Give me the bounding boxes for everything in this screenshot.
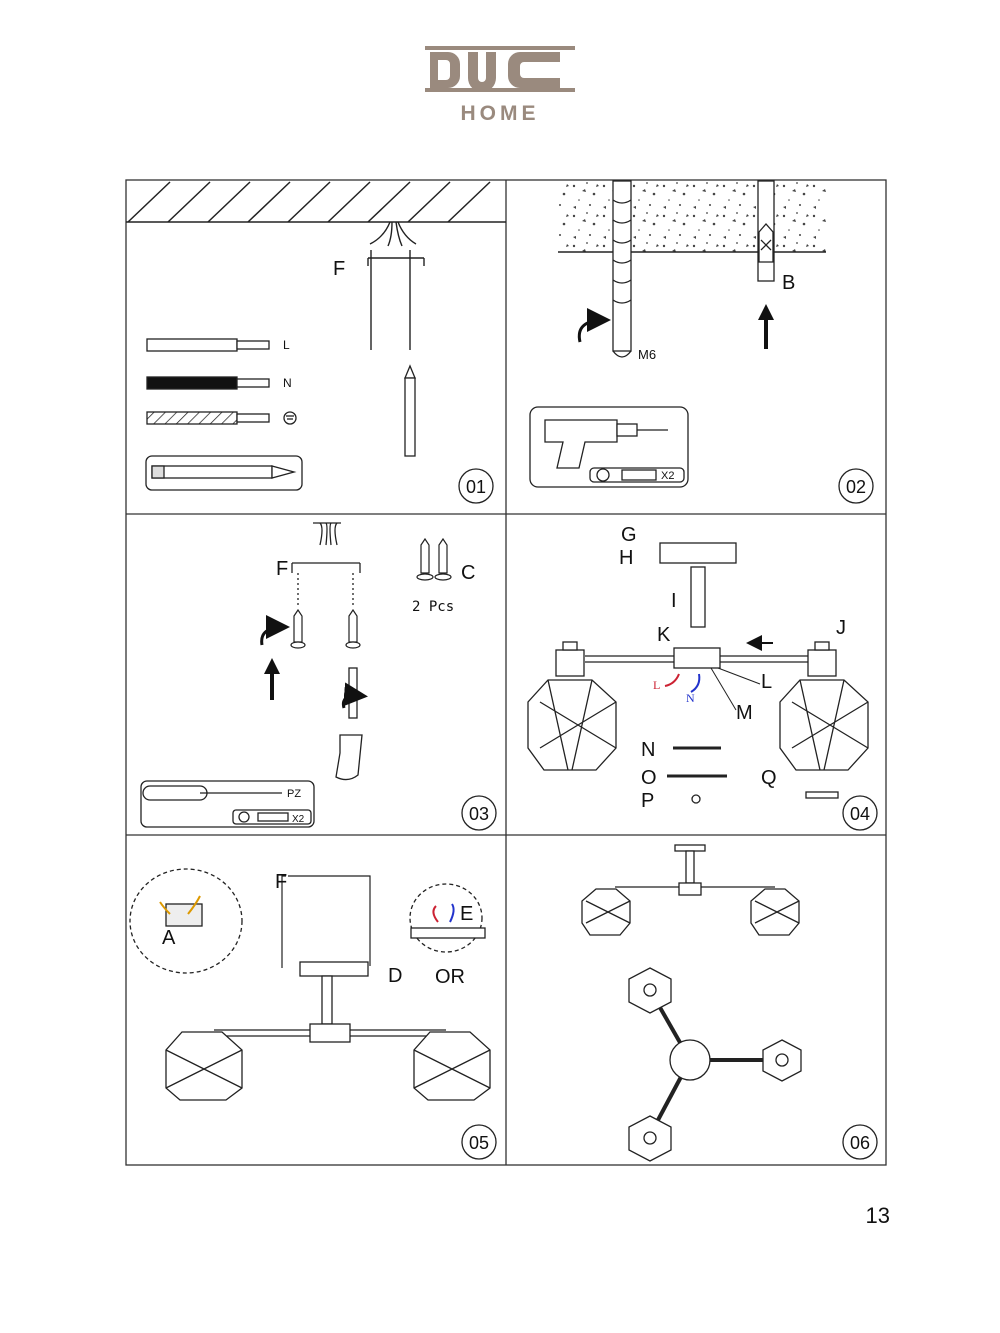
label-c: C <box>461 562 475 584</box>
step-number: 02 <box>846 477 866 497</box>
drill-bit <box>612 180 632 358</box>
wall-plug <box>758 223 774 263</box>
label-h: H <box>619 547 633 569</box>
lamp-shade-left <box>165 1031 243 1101</box>
duo-home-logo: HOME <box>425 46 575 125</box>
brand-subtitle: HOME <box>461 102 540 125</box>
pcs-label: 2 Pcs <box>412 599 454 615</box>
wire-n-label: N <box>686 691 695 705</box>
screwdriver-hand <box>335 667 363 781</box>
label-m: M <box>736 702 753 724</box>
wire-n-label: N <box>283 376 292 390</box>
label-p: P <box>641 790 654 812</box>
lamp-shade-left <box>527 679 617 771</box>
pencil-tool-box <box>145 455 303 491</box>
wire-l-label: L <box>653 678 660 692</box>
label-g: G <box>621 524 637 546</box>
label-f: F <box>333 258 345 280</box>
lamp-shade-right <box>413 1031 491 1101</box>
step-number: 01 <box>466 477 486 497</box>
step-05-panel: A F E D OR 05 <box>129 868 497 1160</box>
rotate-arrow-icon <box>577 308 611 343</box>
rotate-arrow-icon <box>260 615 290 646</box>
up-arrow-icon <box>758 304 774 349</box>
lamp-shade-right <box>779 679 869 771</box>
panel-grid <box>125 179 887 1166</box>
wire-earth <box>146 411 297 425</box>
wire-l-label: L <box>283 338 290 352</box>
concrete-ceiling <box>558 181 826 252</box>
step-number-circle <box>838 468 874 504</box>
connection-box <box>673 647 721 669</box>
qty-x2: X2 <box>661 470 674 482</box>
label-k: K <box>657 624 671 646</box>
step-number-circle <box>842 795 878 831</box>
lamp-shade-left <box>581 888 631 936</box>
label-or: OR <box>435 966 465 988</box>
label-l: L <box>761 671 772 693</box>
page-number: 13 <box>865 1203 890 1228</box>
label-d: D <box>388 965 402 987</box>
step-number-circle <box>458 468 494 504</box>
step-number: 05 <box>469 1133 489 1153</box>
screws-pair <box>416 537 452 581</box>
step-number: 06 <box>850 1133 870 1153</box>
mounting-screws <box>290 608 361 649</box>
step-03-panel: F C 2 Pcs PZ <box>140 522 497 831</box>
qty-x2: X2 <box>292 814 305 825</box>
lamp-shade-right <box>750 888 800 936</box>
drill-tool-box <box>529 406 689 488</box>
up-arrow-icon <box>264 658 280 700</box>
wire-n <box>146 376 270 390</box>
step-number: 04 <box>850 804 870 824</box>
step-number-circle <box>461 1124 497 1160</box>
label-i: I <box>671 590 677 612</box>
pencil-icon <box>404 364 416 457</box>
label-f: F <box>275 871 287 893</box>
step-04-panel: G H I K J L M N O P Q <box>527 524 878 831</box>
step-06-panel <box>581 844 878 1162</box>
screwdriver-tool-box <box>140 780 315 828</box>
label-j: J <box>836 617 846 639</box>
pz-label: PZ <box>287 788 301 800</box>
wire-l <box>146 338 270 352</box>
label-q: Q <box>761 767 777 789</box>
drill-size: M6 <box>638 347 656 362</box>
canopy-plate <box>659 542 737 564</box>
label-b: B <box>782 272 795 294</box>
rod <box>690 566 706 628</box>
center-hub <box>669 1039 711 1081</box>
step-number: 03 <box>469 804 489 824</box>
step-01-panel: F L N 01 <box>126 181 506 504</box>
step-number-circle <box>842 1124 878 1160</box>
canopy <box>299 961 369 977</box>
rotate-arrow-icon <box>341 682 368 709</box>
canopy <box>674 844 706 852</box>
label-a: A <box>162 927 176 949</box>
step-02-panel: M6 B X2 02 <box>529 180 874 504</box>
ceiling-hatch <box>126 181 506 223</box>
label-e: E <box>460 903 473 925</box>
step-number-circle <box>461 795 497 831</box>
label-o: O <box>641 767 657 789</box>
label-f: F <box>276 558 288 580</box>
label-n: N <box>641 739 655 761</box>
